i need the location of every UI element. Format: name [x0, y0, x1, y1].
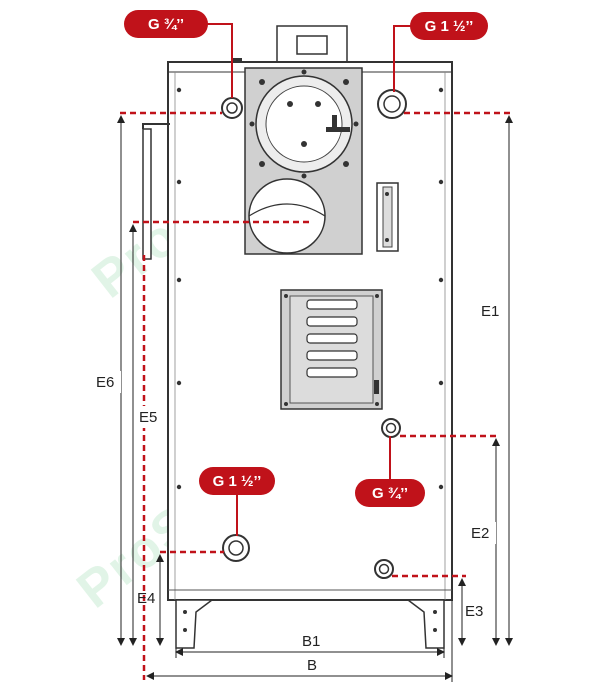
- reference-lines: [120, 111, 512, 680]
- badge-bottom-left: G 1 ½’’: [199, 467, 275, 495]
- dim-label-b1: B1: [302, 633, 320, 650]
- side-handle: [142, 123, 170, 260]
- badge-top-right-label: G 1 ½’’: [425, 18, 474, 35]
- badge-top-right: G 1 ½’’: [410, 12, 488, 40]
- side-screws: [176, 87, 444, 490]
- boiler-legs: [175, 599, 445, 649]
- dimension-labels: E1 E2 E3 E4 E5 E6 B1 B: [93, 300, 506, 674]
- badge-bottom-right: G ¾’’: [355, 479, 425, 507]
- vent-panel: [280, 289, 383, 410]
- badge-top-left: G ¾’’: [124, 10, 208, 38]
- top-flue-box: [232, 25, 348, 64]
- dim-label-e4: E4: [137, 590, 155, 607]
- dim-label-e6: E6: [96, 374, 114, 391]
- dim-label-e2: E2: [471, 525, 489, 542]
- dim-label-b: B: [307, 657, 317, 674]
- pipe-connections: [221, 89, 407, 579]
- dim-label-e3: E3: [465, 603, 483, 620]
- callout-leaders: [207, 23, 411, 536]
- dim-label-e1: E1: [481, 303, 499, 320]
- badge-top-left-label: G ¾’’: [148, 16, 184, 33]
- dim-label-e5: E5: [139, 409, 157, 426]
- badge-bottom-right-label: G ¾’’: [372, 485, 408, 502]
- badge-bottom-left-label: G 1 ½’’: [213, 473, 262, 490]
- flue-panel: [244, 67, 363, 255]
- side-bracket: [376, 182, 399, 252]
